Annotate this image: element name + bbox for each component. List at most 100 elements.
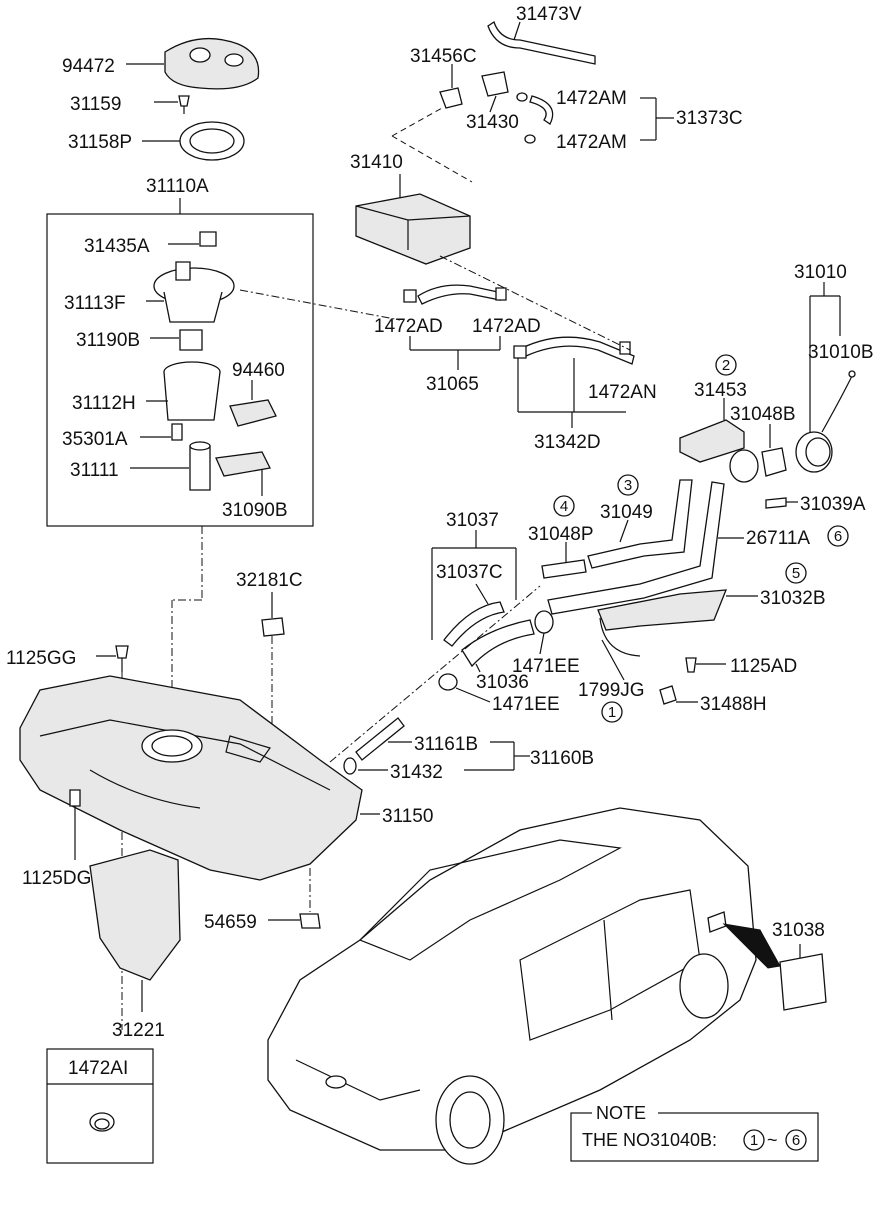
label-31048P: 31048P — [528, 524, 594, 545]
dashed-link-canister — [391, 135, 473, 183]
tank-bracket — [225, 735, 271, 763]
bracket-31032B — [597, 589, 727, 631]
hose-31036 — [461, 619, 535, 668]
label-31161B: 31161B — [414, 734, 478, 755]
filter-35301A — [171, 423, 183, 441]
screw-31159 — [178, 95, 190, 107]
housing-31112H — [163, 371, 221, 421]
label-31158P: 31158P — [68, 132, 132, 153]
circle-marker-4 — [553, 495, 575, 517]
dashdot-pump-hose — [239, 289, 401, 321]
label-31090B: 31090B — [222, 500, 288, 521]
label-31036: 31036 — [476, 672, 529, 693]
note-title: NOTE — [596, 1103, 646, 1123]
note-title-bg — [592, 1102, 658, 1122]
label-1799JG: 1799JG — [578, 680, 645, 701]
plate-hole-2 — [224, 53, 244, 67]
circle-marker-5 — [785, 562, 807, 584]
circle-marker-6 — [827, 525, 849, 547]
label-31037C: 31037C — [436, 562, 503, 583]
hose-31048P — [541, 559, 587, 579]
clip-31456C — [439, 87, 463, 109]
pump-31111 — [189, 445, 211, 491]
note-from: 1 — [750, 1132, 758, 1149]
car-body — [267, 807, 757, 1151]
label-31190B: 31190B — [76, 330, 140, 351]
bolt-31039A — [765, 497, 787, 509]
ring-inner — [189, 128, 235, 154]
label-31048B: 31048B — [730, 404, 796, 425]
hose-31473V — [487, 20, 596, 65]
filler-pipe — [547, 481, 725, 615]
clamp-1472AD-a — [403, 289, 417, 303]
circle-marker-5-num: 5 — [792, 565, 800, 582]
label-1125DG: 1125DG — [22, 868, 91, 889]
bolt-1125DG — [69, 789, 81, 807]
label-1471EE-lower: 1471EE — [492, 694, 560, 715]
label-31065: 31065 — [426, 374, 479, 395]
hose-1799JG — [599, 617, 641, 657]
dashed-link-valve — [391, 107, 443, 137]
label-31432: 31432 — [390, 762, 443, 783]
note-tilde: ~ — [767, 1130, 778, 1150]
sender-94460 — [229, 399, 277, 427]
clamp-1471EE-b — [438, 673, 458, 691]
fuel-cap-inner — [805, 437, 831, 467]
shield-31221 — [89, 849, 181, 981]
fuel-tank-31150 — [19, 675, 363, 881]
label-94472: 94472 — [62, 56, 115, 77]
label-1125AD: 1125AD — [730, 656, 797, 677]
clip-inset-frame — [46, 1048, 154, 1164]
housing-31453 — [679, 419, 745, 463]
bolt-1125GG — [115, 645, 129, 659]
car-grille-line — [295, 1059, 421, 1101]
circle-marker-1-num: 1 — [608, 704, 616, 721]
clip-32181C — [261, 617, 285, 637]
label-31113F: 31113F — [64, 293, 126, 314]
car-rear-wheel — [679, 953, 729, 1019]
pipe-31049 — [587, 479, 693, 569]
label-1472AM-bottom: 1472AM — [556, 132, 627, 153]
valve-31430 — [481, 71, 509, 97]
hose-31065 — [417, 284, 501, 305]
connector-31435A — [199, 231, 217, 247]
clamp-1472AM-a — [516, 92, 528, 102]
label-31473V: 31473V — [516, 4, 582, 25]
label-31221: 31221 — [112, 1020, 165, 1041]
car-door-line — [603, 919, 613, 1021]
label-1472AD-right: 1472AD — [472, 316, 541, 337]
label-35301A: 35301A — [62, 429, 128, 450]
label-31456C: 31456C — [410, 46, 477, 67]
label-31435A: 31435A — [84, 236, 150, 257]
label-31150: 31150 — [382, 806, 433, 827]
plug-54659 — [299, 913, 321, 929]
hose-31373C — [529, 95, 554, 125]
circle-marker-2 — [715, 354, 737, 376]
label-1472AM-top: 1472AM — [556, 88, 627, 109]
circle-marker-3 — [617, 474, 639, 496]
dashdot-neck-line — [329, 585, 541, 763]
plate-94472 — [164, 38, 260, 90]
clip-31488H — [659, 685, 677, 705]
tether-end — [848, 370, 856, 378]
strainer-31090B — [215, 451, 271, 477]
clamp-1472AD-b — [495, 287, 507, 301]
note-circle-from — [743, 1129, 765, 1151]
label-31010: 31010 — [794, 262, 847, 283]
tank-strap-line — [89, 769, 201, 809]
circle-marker-2-num: 2 — [722, 357, 730, 374]
car-front-wheel-hub — [449, 1091, 491, 1149]
flange-body — [163, 291, 223, 323]
label-31160B: 31160B — [530, 748, 594, 769]
leader-1799JG — [601, 639, 625, 681]
circle-marker-3-num: 3 — [624, 477, 632, 494]
label-32181C: 32181C — [236, 570, 303, 591]
clamp-1472AM-b — [524, 134, 536, 144]
door-panel-31038 — [779, 953, 827, 1011]
label-31037: 31037 — [446, 510, 499, 531]
hose-31037C — [443, 601, 505, 647]
ring-31432 — [343, 757, 357, 775]
leader-1471EE-a — [539, 632, 545, 655]
leader-31473V — [513, 21, 521, 41]
note-frame — [570, 1112, 819, 1162]
